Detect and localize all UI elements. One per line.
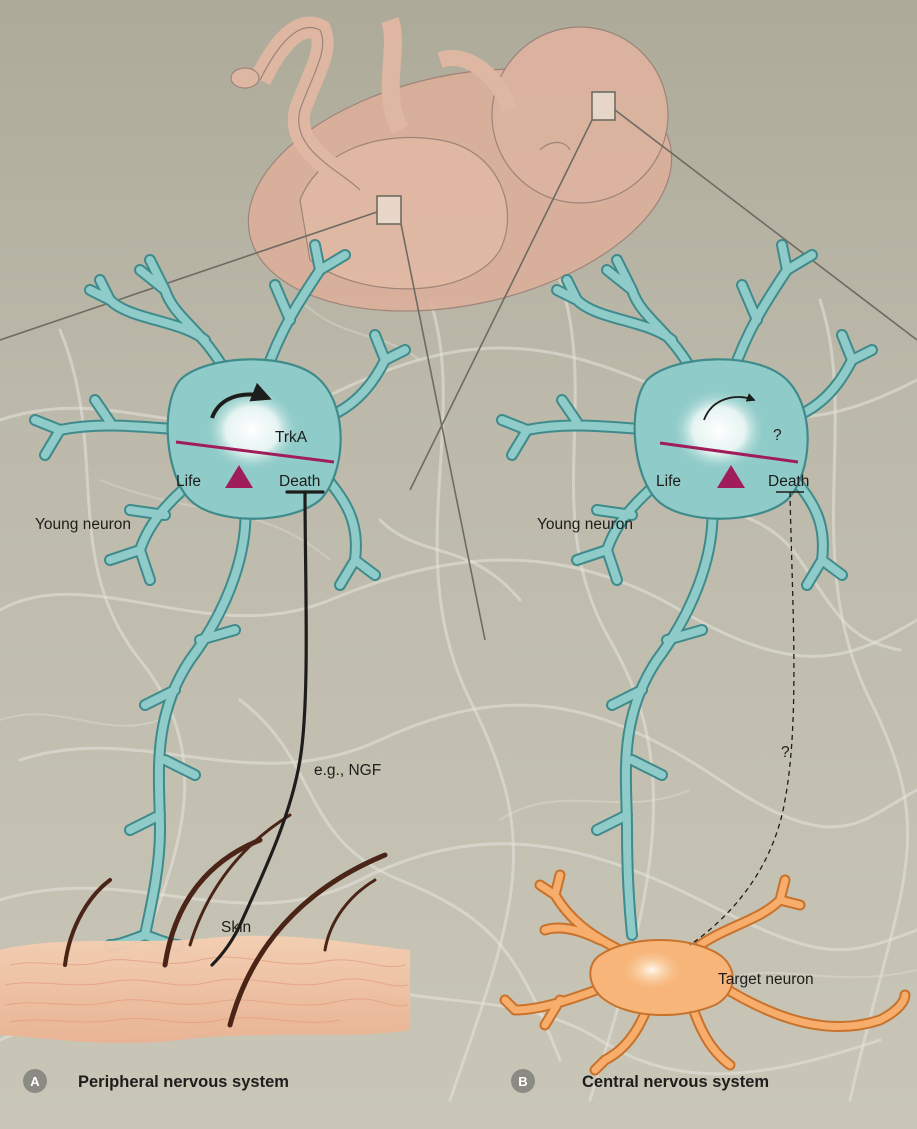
unknown-receptor-label: ? (773, 427, 782, 444)
trka-label: TrkA (275, 429, 308, 446)
target-neuron-label: Target neuron (718, 971, 814, 988)
life-label-a: Life (176, 473, 201, 490)
unknown-signal-label: ? (781, 744, 790, 761)
skin-label: Skin (221, 919, 251, 936)
zoom-box-cns (592, 92, 615, 120)
death-label-a: Death (279, 473, 320, 490)
young-neuron-label-b: Young neuron (537, 516, 633, 533)
life-label-b: Life (656, 473, 681, 490)
young-neuron-label-a: Young neuron (35, 516, 131, 533)
zoom-box-pns (377, 196, 401, 224)
panel-b-title: Central nervous system (582, 1073, 769, 1091)
panel-a-title: Peripheral nervous system (78, 1073, 289, 1091)
death-label-b: Death (768, 473, 809, 490)
panel-a-badge-letter: A (30, 1074, 40, 1089)
panel-b-badge-letter: B (518, 1074, 527, 1089)
ngf-label: e.g., NGF (314, 762, 381, 779)
